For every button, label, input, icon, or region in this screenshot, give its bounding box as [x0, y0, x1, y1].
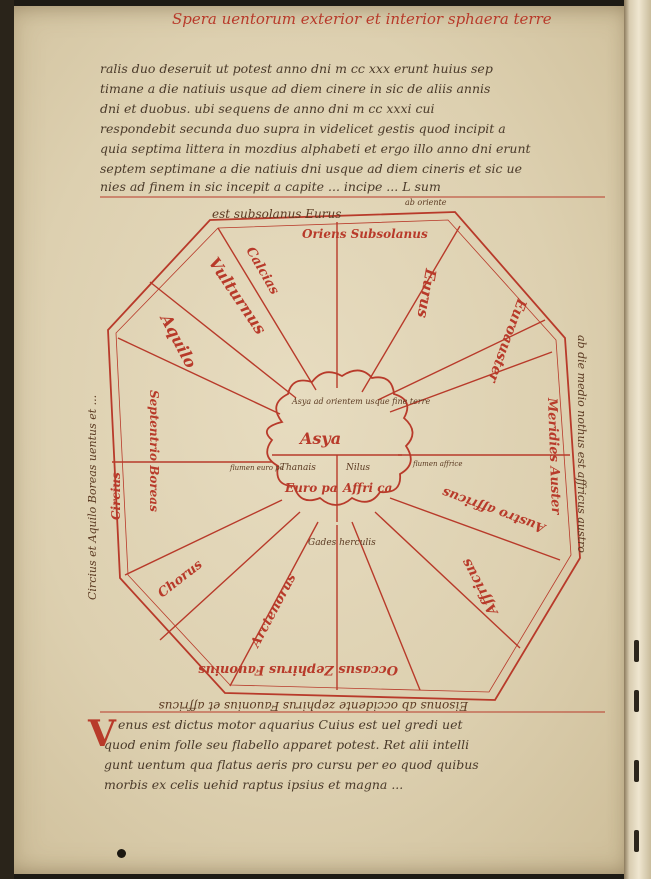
- wind-label: Oriens Subsolanus: [302, 227, 428, 241]
- page-gutter: [624, 0, 651, 879]
- caption-left: Circius et Aquilo Boreas uentus et ...: [86, 395, 99, 600]
- caption-right: ab die medio nothus est affricus austro: [575, 335, 588, 553]
- wind-label: Chorus: [155, 557, 206, 601]
- caption-top-right: ab oriente: [405, 198, 447, 207]
- gades-label: Gades herculis: [308, 538, 376, 548]
- wind-label: Arctenorus: [247, 571, 299, 652]
- europe-label: Euro pa: [284, 481, 338, 495]
- africa-label: Affri ca: [342, 481, 392, 495]
- wind-label: Circius: [109, 472, 123, 520]
- text-line: dni et duobus. ubi sequens de anno dni m…: [100, 102, 435, 116]
- wind-label: Aquilo: [156, 309, 201, 371]
- wind-label: Euroauster: [484, 296, 530, 386]
- wind-label: Meridies Auster: [544, 397, 563, 516]
- parchment-hole: [117, 849, 126, 858]
- binding-edge: [0, 0, 14, 879]
- wind-label: Eurus: [413, 266, 440, 319]
- text-line: quod enim folle seu flabello apparet pot…: [104, 738, 470, 752]
- text-line: timane a die natiuis usque ad diem ciner…: [100, 82, 491, 96]
- text-line: septem septimane a die natiuis dni usque…: [100, 162, 522, 176]
- text-line: respondebit secunda duo supra in videlic…: [100, 122, 506, 136]
- asia-label: Asya: [298, 429, 341, 448]
- caption-top: est subsolanus Eurus: [212, 207, 341, 221]
- text-line: enus est dictus motor aquarius Cuius est…: [118, 718, 463, 732]
- wind-label: Austro affricus: [440, 484, 550, 536]
- wind-label: Calcias: [243, 245, 282, 298]
- flumen-left-label: flumen euro pe: [229, 464, 284, 472]
- wind-label: Septentrio Boreas: [147, 390, 161, 512]
- text-line: quia septima littera in mozdius alphabet…: [100, 142, 531, 156]
- flumen-right-label: flumen affrice: [412, 460, 462, 468]
- tanais-label: Thanais: [280, 463, 316, 473]
- wind-label: Occasus Zephirus Fauonius: [198, 662, 398, 677]
- text-line: nies ad finem in sic incepit a capite ..…: [100, 180, 441, 194]
- wind-label: Affricus: [458, 556, 502, 620]
- caption-bottom: Eisonus ab occidente zephirus Fauonius e…: [159, 699, 469, 713]
- text-line: ralis duo deseruit ut potest anno dni m …: [100, 62, 493, 76]
- text-line: morbis ex celis uehid raptus ipsius et m…: [104, 778, 404, 792]
- drop-cap: V: [88, 713, 116, 755]
- parchment-leaf: [14, 6, 638, 874]
- text-line: gunt uentum qua flatus aeris pro cursu p…: [104, 758, 479, 772]
- rubric-heading: Spera uentorum exterior et interior spha…: [172, 10, 552, 28]
- nilus-label: Nilus: [345, 463, 370, 473]
- center-note: Asya ad orientem usque fine terre: [291, 397, 430, 406]
